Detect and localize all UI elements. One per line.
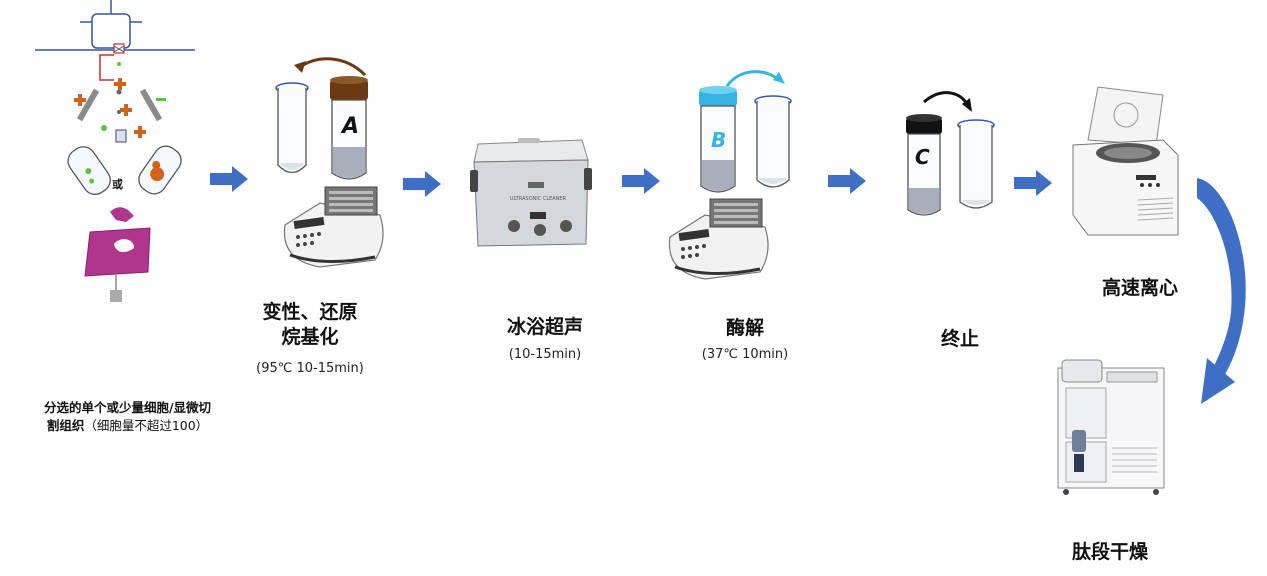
step3-title: 冰浴超声 bbox=[506, 316, 583, 338]
step5-title: 终止 bbox=[940, 328, 979, 350]
tube-b-label: B bbox=[711, 128, 727, 152]
step1-caption: 分选的单个或少量细胞/显微切 割组织（细胞量不超过100） bbox=[10, 399, 245, 435]
step1-caption-line1: 分选的单个或少量细胞/显微切 bbox=[43, 400, 212, 415]
tubes-a-icon bbox=[275, 57, 368, 180]
ultrasonic-device-text: ULTRASONIC CLEANER bbox=[510, 196, 567, 202]
tube-c-label: C bbox=[915, 145, 930, 169]
step4-subtitle: (37℃ 10min) bbox=[701, 347, 789, 362]
step2-title: 变性、还原 烷基化 bbox=[220, 300, 400, 350]
flow-arrow-1 bbox=[210, 166, 248, 192]
step2-subtitle: (95℃ 10-15min) bbox=[256, 361, 364, 376]
thermomixer-icon bbox=[668, 198, 769, 280]
curved-flow-arrow bbox=[1197, 178, 1246, 404]
step1-caption-line2-bold: 割组织 bbox=[46, 418, 85, 433]
or-label: 或 bbox=[112, 178, 123, 191]
step7-title: 肽段干燥 bbox=[1071, 541, 1148, 563]
tubes-b-icon bbox=[699, 70, 792, 193]
flow-arrow-5 bbox=[1014, 170, 1052, 196]
flow-arrow-2 bbox=[403, 171, 441, 197]
step2-title-line2: 烷基化 bbox=[281, 326, 339, 348]
step3-subtitle: (10-15min) bbox=[508, 347, 582, 362]
step1-caption-line2-normal: （细胞量不超过100） bbox=[84, 418, 209, 433]
cell-sorter-icon bbox=[35, 0, 195, 302]
ultrasonic-bath-icon: ULTRASONIC CLEANER bbox=[470, 138, 592, 247]
flow-arrow-4 bbox=[828, 168, 866, 194]
step4-title: 酶解 bbox=[725, 317, 764, 339]
speedvac-icon bbox=[1057, 359, 1165, 495]
flow-arrow-3 bbox=[622, 168, 660, 194]
tube-a-label: A bbox=[342, 114, 360, 139]
step2-title-line1: 变性、还原 bbox=[262, 301, 358, 323]
step6-title: 高速离心 bbox=[1101, 277, 1178, 299]
thermomixer-icon bbox=[283, 186, 384, 268]
centrifuge-icon bbox=[1072, 86, 1179, 236]
tubes-c-icon bbox=[906, 91, 995, 216]
